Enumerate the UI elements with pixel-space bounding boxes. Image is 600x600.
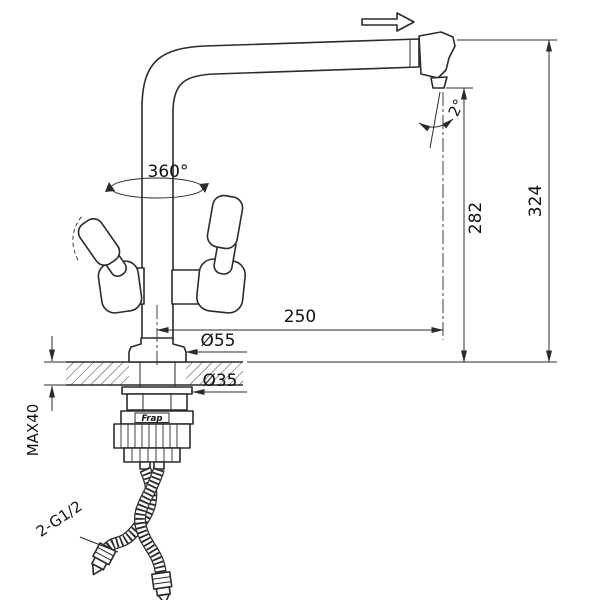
counter-hatch-right [186,362,243,385]
dim-base-diameter: Ø55 [200,331,235,351]
brand-label: Frap [142,414,163,424]
hose-fitting-left [91,542,117,576]
swivel-arrow-right [199,183,209,193]
left-handle [72,215,145,314]
base-flange [128,337,187,363]
connector-lower-ribs [131,448,173,462]
right-handle [171,194,247,314]
supply-hose-b [134,467,167,576]
washer [121,386,193,395]
supply-hoses [91,466,173,600]
dimension-base-diameter: Ø55 [185,331,247,355]
hose-fitting-bottom [151,570,173,600]
tilt-annotation: 2° [418,91,469,149]
tilt-arc [418,118,454,132]
spray-head [418,31,456,89]
centerlines [156,92,444,368]
counter-hatch-left [66,362,129,385]
dim-total-height: 324 [526,185,546,217]
dimension-shank-diameter: Ø35 [192,371,247,395]
connector-ribs [120,424,178,448]
label-tilt-2deg: 2° [445,96,469,119]
spray-nozzle [430,76,448,89]
spray-head-body [418,31,456,79]
dimension-max-thickness: MAX40 [24,336,66,456]
dim-reach: 250 [284,307,316,327]
faucet-body [128,38,420,363]
dimension-reach: 250 [156,307,444,333]
swivel-annotation: 360° [105,162,209,199]
pull-out-arrow [361,12,415,32]
handle-motion-arc [72,215,83,261]
counter-section [66,361,243,386]
left-handle-lever [77,218,121,266]
connector-block [113,423,191,449]
mounting-hardware: Frap [113,362,194,470]
dim-max-thickness: MAX40 [24,404,42,457]
dim-spout-height: 282 [466,202,486,234]
connector-lower-block [123,447,181,463]
leader-thread [79,536,119,553]
label-swivel-360: 360° [148,162,189,182]
brand-label-box [134,412,170,423]
right-handle-lever [206,194,244,250]
dim-shank-diameter: Ø35 [202,371,237,391]
dimension-total-height: 324 [247,39,557,363]
tilt-reference-line [429,91,441,149]
dimension-spout-height: 282 [446,87,486,363]
dim-thread: 2-G1/2 [33,497,86,541]
mounting-nut [126,393,188,411]
swivel-arrow-left [105,182,115,192]
